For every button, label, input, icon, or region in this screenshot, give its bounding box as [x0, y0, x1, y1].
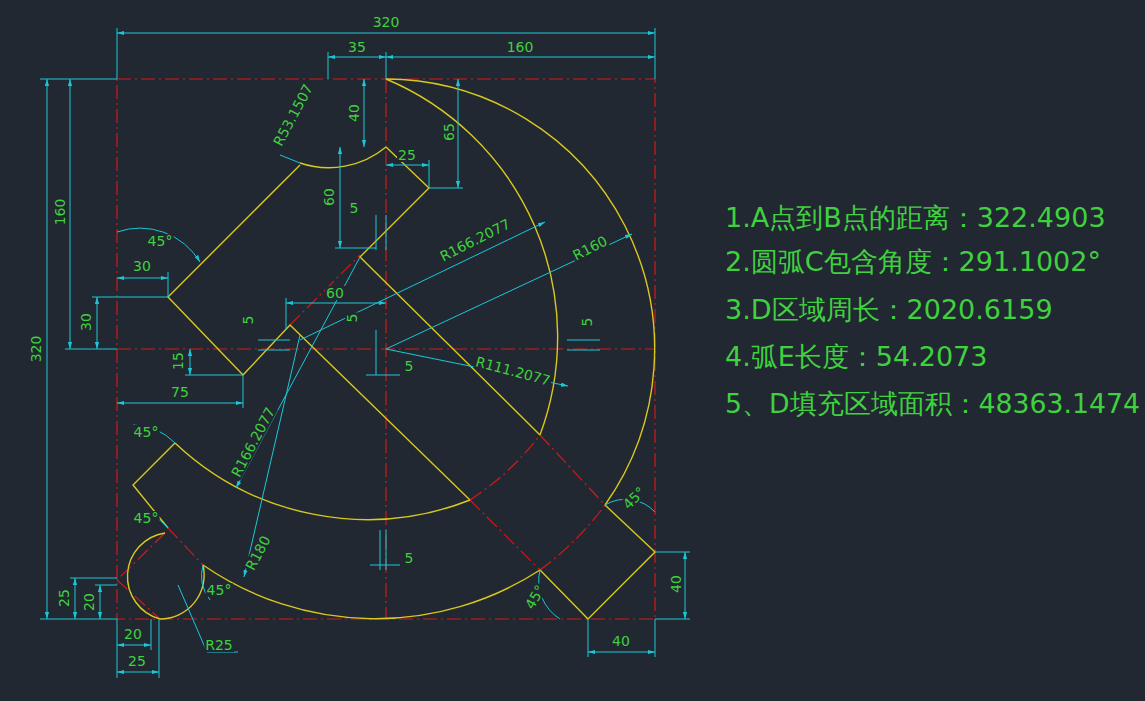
dimension-text: 25	[127, 654, 147, 668]
dimension-text: 30	[79, 312, 93, 332]
dimension-text: 35	[347, 40, 367, 54]
result-note: 3.D区域周长：2020.6159	[725, 295, 1053, 325]
dimension-text: 45°	[620, 484, 649, 513]
result-note: 4.弧E长度：54.2073	[725, 342, 987, 372]
dimension-text: 65	[442, 122, 456, 142]
dimension-text: 40	[347, 103, 361, 123]
dimension-text: 60	[325, 286, 345, 300]
dimension-text: 60	[322, 187, 336, 207]
dimension-text: 40	[611, 634, 631, 648]
dimension-text: 5	[404, 551, 415, 565]
result-note: 1.A点到B点的距离：322.4903	[725, 203, 1106, 233]
dimension-text: 45°	[147, 234, 174, 248]
dimension-text: 25	[57, 588, 71, 608]
dimension-text: 45°	[133, 425, 160, 439]
dimension-text: 160	[53, 198, 67, 227]
dimension-text: 45°	[133, 511, 160, 525]
dimension-text: 5	[349, 201, 360, 215]
dimension-text: R111.2077	[473, 354, 552, 388]
dimension-text: R166.2077	[228, 404, 277, 480]
dimension-text: 5	[345, 313, 359, 324]
dimension-text: R166.2077	[437, 216, 513, 264]
dimension-text: 160	[506, 40, 535, 54]
dimension-text: 320	[372, 15, 401, 29]
dimension-text: 25	[397, 148, 417, 162]
dimension-text: 75	[170, 385, 190, 399]
dimension-text: 30	[132, 259, 152, 273]
dimension-text: R53.1507	[270, 81, 315, 149]
dimension-text: R160	[570, 233, 611, 263]
dimension-text: 45°	[522, 582, 548, 612]
dimension-text: 20	[123, 627, 143, 641]
dimension-text: 5	[404, 359, 415, 373]
dimension-text: 40	[669, 574, 683, 594]
dimension-text: R180	[243, 533, 273, 574]
result-note: 5、D填充区域面积：48363.1474	[725, 389, 1140, 418]
dimension-text: R25	[204, 638, 234, 652]
dimension-text: 5	[241, 315, 255, 326]
dimension-text: 320	[29, 335, 43, 364]
dimension-text: 15	[171, 351, 185, 371]
result-note: 2.圆弧C包含角度：291.1002°	[725, 247, 1101, 277]
dimension-text: 20	[82, 592, 96, 612]
dimension-text: 45°	[206, 583, 233, 597]
dimension-text: 5	[580, 317, 594, 328]
